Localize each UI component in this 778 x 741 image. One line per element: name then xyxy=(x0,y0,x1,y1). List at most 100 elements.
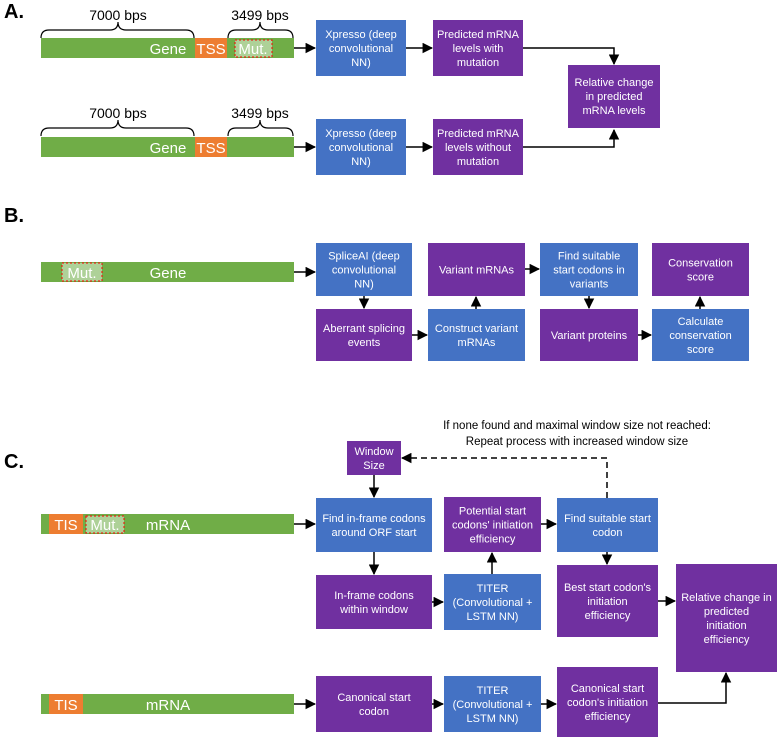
text-line: Window xyxy=(354,446,393,458)
text-line: variants xyxy=(570,279,609,291)
text-line: efficiency xyxy=(704,634,750,646)
text-line: events xyxy=(348,337,381,349)
text-line: Find suitable xyxy=(558,251,620,263)
text-line: efficiency xyxy=(585,711,631,723)
text-line: efficiency xyxy=(585,610,631,622)
text-line: Repeat process with increased window siz… xyxy=(466,436,688,448)
text-line: start codons in xyxy=(553,265,625,277)
mutation-label-c: Mut. xyxy=(90,517,119,534)
text-line: convolutional xyxy=(329,43,393,55)
text-line: Predicted mRNA xyxy=(437,29,520,41)
text-line: Canonical start xyxy=(571,683,644,695)
gene-bar-b xyxy=(41,262,294,282)
section-b-construct-text: Construct variant mRNAs xyxy=(435,323,518,349)
tis-label-row1: TIS xyxy=(54,517,77,534)
text-line: Calculate xyxy=(678,316,724,328)
text-line: Xpresso (deep xyxy=(325,29,397,41)
text-line: Find suitable start xyxy=(564,513,651,525)
bracket-7000-row1 xyxy=(40,21,195,39)
tss-label-row2: TSS xyxy=(196,140,225,157)
section-c-titer1-text: TITER(Convolutional +LSTM NN) xyxy=(453,583,533,623)
mrna-label-row1: mRNA xyxy=(146,517,190,534)
arrow-c2-to-relative xyxy=(658,671,732,704)
tis-label-row2: TIS xyxy=(54,697,77,714)
gene-bar-row2 xyxy=(41,137,294,157)
text-line: convolutional xyxy=(332,265,396,277)
text-line: If none found and maximal window size no… xyxy=(443,420,711,432)
text-line: codon xyxy=(359,706,389,718)
bps-label-3499-row2: 3499 bps xyxy=(231,105,289,121)
section-a-row1-sequence: 7000 bps 3499 bps Gene TSS Mut. xyxy=(40,7,294,58)
bracket-3499-row1 xyxy=(227,21,294,39)
mutation-box-b xyxy=(61,262,103,282)
section-b-variant-mrnas-text: Variant mRNAs xyxy=(439,265,514,277)
text-line: Best start codon's xyxy=(564,582,652,594)
arrow-a1-to-relative xyxy=(523,47,620,66)
mutation-label-row1: Mut. xyxy=(238,41,267,58)
text-line: Variant proteins xyxy=(551,330,628,342)
text-line: mRNAs xyxy=(458,337,496,349)
text-line: codon xyxy=(593,527,623,539)
text-line: TITER xyxy=(477,583,509,595)
bps-label-7000-row2: 7000 bps xyxy=(89,105,147,121)
text-line: efficiency xyxy=(470,534,516,546)
section-c-canonical-text: Canonical start codon xyxy=(337,692,410,718)
text-line: Variant mRNAs xyxy=(439,265,514,277)
text-line: Conservation xyxy=(668,258,733,270)
text-line: LSTM NN) xyxy=(467,611,519,623)
mrna-bar-row2 xyxy=(41,694,294,714)
text-line: NN) xyxy=(351,156,371,168)
loop-note: If none found and maximal window size no… xyxy=(443,420,711,448)
construct-variant-mrnas-box: Construct variant mRNAs xyxy=(428,309,525,361)
text-line: NN) xyxy=(354,279,374,291)
section-c-row1-sequence: TIS Mut. mRNA xyxy=(41,514,294,534)
titer-box-row1: TITER(Convolutional +LSTM NN) xyxy=(444,574,541,630)
variant-mrnas-box: Variant mRNAs xyxy=(428,243,525,296)
text-line: conservation xyxy=(669,330,731,342)
text-line: Find in-frame codons xyxy=(322,513,426,525)
text-line: TITER xyxy=(477,685,509,697)
text-line: NN) xyxy=(351,57,371,69)
tis-block-row1 xyxy=(49,514,83,534)
text-line: Canonical start xyxy=(337,692,410,704)
text-line: Predicted mRNA xyxy=(437,128,520,140)
section-a-row2-sequence: 7000 bps 3499 bps Gene TSS xyxy=(40,105,294,157)
text-line: (Convolutional + xyxy=(453,699,533,711)
panel-label-c: C. xyxy=(4,451,24,473)
bracket-7000-row2 xyxy=(40,119,195,137)
text-line: Xpresso (deep xyxy=(325,128,397,140)
mutation-box-row1 xyxy=(234,39,273,58)
text-line: Size xyxy=(363,460,384,472)
text-line: within window xyxy=(339,604,408,616)
tss-label-row1: TSS xyxy=(196,41,225,58)
text-line: Construct variant xyxy=(435,323,518,335)
find-start-codons-box: Find suitable start codons in variants xyxy=(540,243,638,296)
tss-block-row2 xyxy=(195,137,227,157)
text-line: mRNA levels xyxy=(583,105,646,117)
section-c-row2-sequence: TIS mRNA xyxy=(41,694,294,714)
panel-label-a: A. xyxy=(4,1,24,23)
canonical-start-codon-box: Canonical start codon xyxy=(316,676,432,732)
titer-box-row2: TITER(Convolutional +LSTM NN) xyxy=(444,676,541,732)
